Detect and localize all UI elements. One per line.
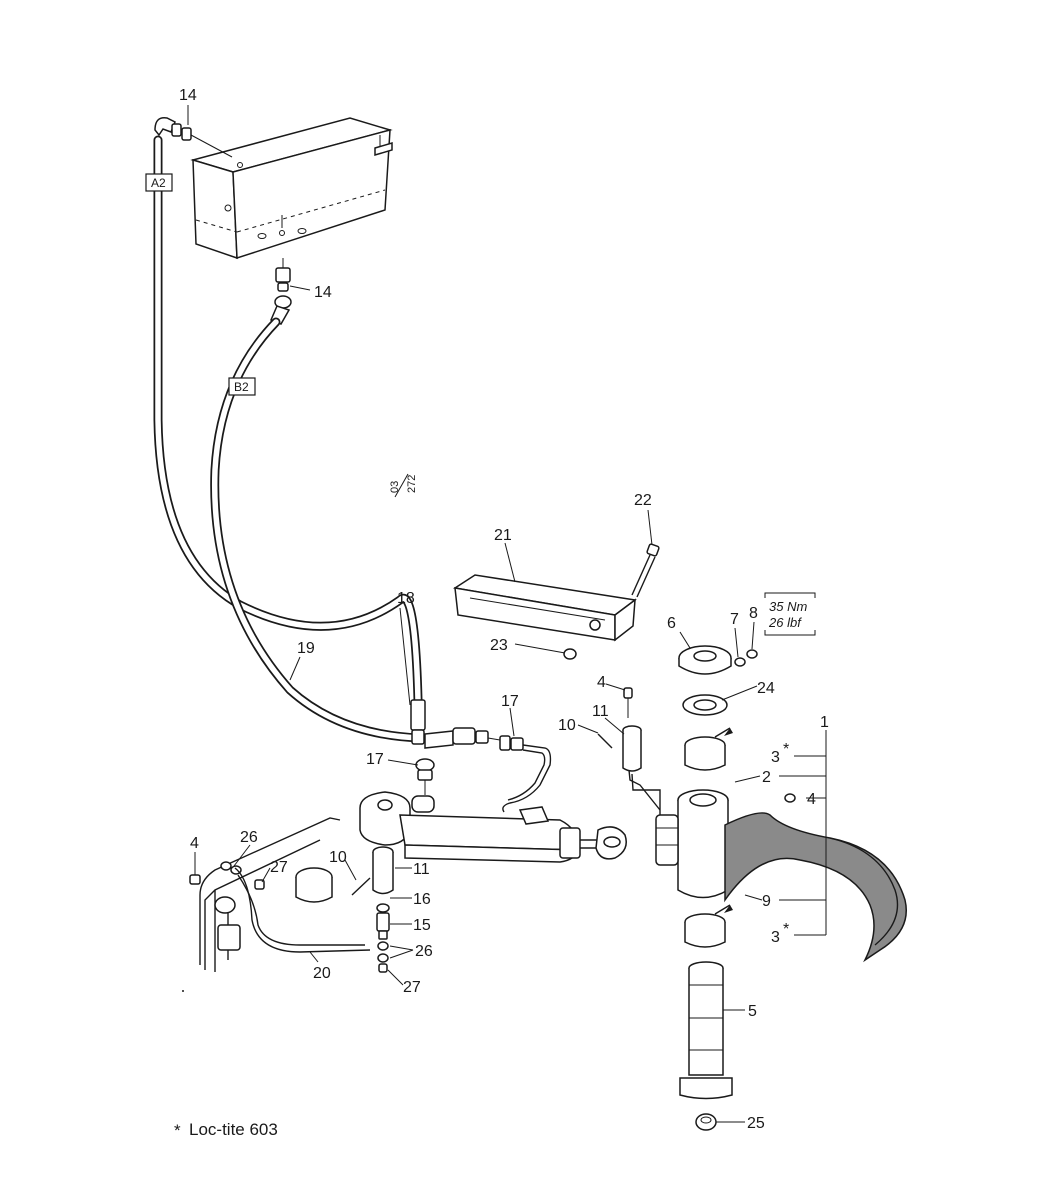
callout-21: 21 [494, 527, 512, 544]
grease-nipple-4-left [189, 874, 201, 885]
callout-19: 19 [297, 640, 315, 657]
callout-5: 5 [748, 1003, 757, 1020]
torque-bracket [764, 592, 816, 636]
callout-4-mid: 4 [597, 674, 606, 691]
washer-8 [746, 649, 758, 659]
svg-text:03: 03 [389, 481, 401, 493]
svg-text:B2: B2 [234, 380, 249, 394]
pivot-tube-2 [677, 789, 729, 899]
sleeve-11-left [372, 846, 394, 895]
torque-lbf: 26 lbf [768, 615, 802, 630]
callout-15: 15 [413, 917, 431, 934]
callout-14-mid: 14 [314, 284, 332, 301]
svg-text:272: 272 [406, 475, 418, 493]
fitting-17-lower [415, 758, 435, 795]
hydraulic-cylinder [359, 791, 627, 863]
torque-nm: 35 Nm [769, 599, 807, 614]
hose-end-fittings [410, 699, 501, 749]
callout-22: 22 [634, 492, 652, 509]
callout-labels: 14 14 22 21 18 19 23 6 7 8 24 17 17 4 10… [179, 87, 829, 1132]
callout-9: 9 [762, 893, 771, 910]
callout-17-lower: 17 [366, 751, 384, 768]
footnote-symbol: * [174, 1121, 181, 1140]
callout-26-top: 26 [240, 829, 258, 846]
washer-24 [682, 694, 728, 716]
bushing-3-bottom [684, 904, 733, 948]
hose-label-b2: B2 [228, 377, 256, 396]
grease-nipple-4-mid [623, 687, 633, 718]
callout-2: 2 [762, 769, 771, 786]
callout-17-top: 17 [501, 693, 519, 710]
callout-1: 1 [820, 714, 829, 731]
torque-spec: 35 Nm 26 lbf [768, 599, 807, 630]
bolt-22 [631, 543, 660, 598]
cover-21 [452, 574, 637, 642]
callout-3-top: 3 [771, 749, 780, 766]
fitting-17-line [499, 735, 552, 813]
hose-label-a2: A2 [145, 173, 173, 192]
footnote-text: Loc-tite 603 [189, 1120, 278, 1139]
callout-10-mid: 10 [558, 717, 576, 734]
drawing-reference: 03 272 [389, 473, 418, 498]
bracket-1 [779, 730, 827, 936]
footnote: * Loc-tite 603 [174, 1120, 278, 1140]
sleeve-11-mid [622, 725, 661, 815]
callout-24: 24 [757, 680, 775, 697]
callout-14-top: 14 [179, 87, 197, 104]
callout-25: 25 [747, 1115, 765, 1132]
star-3-top: * [783, 741, 789, 758]
callout-8: 8 [749, 605, 758, 622]
leader-lines [187, 105, 763, 1123]
pin-10-left [351, 877, 371, 896]
callout-27-bottom: 27 [403, 979, 421, 996]
fitting-14-top [154, 117, 233, 158]
pin-5 [679, 961, 733, 1100]
grease-nipple-4-right [784, 793, 796, 803]
callout-4-left: 4 [190, 835, 199, 852]
fittings-26-27-left [220, 861, 365, 946]
fitting-14-mid [270, 258, 292, 325]
valve-block [190, 117, 393, 260]
frame-lower-left [199, 817, 341, 972]
star-3-bottom: * [783, 921, 789, 938]
callout-6: 6 [667, 615, 676, 632]
callout-11-mid: 11 [592, 703, 609, 720]
screw-7 [734, 657, 746, 667]
nut-23 [563, 648, 577, 660]
callout-7: 7 [730, 611, 739, 628]
callout-23: 23 [490, 637, 508, 654]
callout-3-bottom: 3 [771, 929, 780, 946]
svg-text:A2: A2 [151, 176, 166, 190]
pin-10-mid [597, 733, 613, 749]
callout-18: 18 [397, 590, 415, 607]
callout-27-top: 27 [270, 859, 288, 876]
washer-16 [376, 903, 390, 913]
washers-26-27-left [377, 941, 389, 973]
callout-26-bottom: 26 [415, 943, 433, 960]
fitting-15 [376, 912, 390, 940]
nut-25 [695, 1113, 717, 1131]
stray-mark [182, 990, 184, 992]
callout-16: 16 [413, 891, 431, 908]
pipe-20 [234, 867, 371, 953]
blade-9 [724, 812, 907, 963]
callout-20: 20 [313, 965, 331, 982]
callout-4-right: 4 [807, 791, 816, 808]
bracket-near-pivot [627, 759, 679, 866]
callout-10-left: 10 [329, 849, 347, 866]
hose-18 [153, 135, 423, 705]
clamp-ring-6 [678, 645, 732, 675]
callout-11-left: 11 [413, 861, 430, 878]
bushing-3-top [684, 727, 733, 771]
